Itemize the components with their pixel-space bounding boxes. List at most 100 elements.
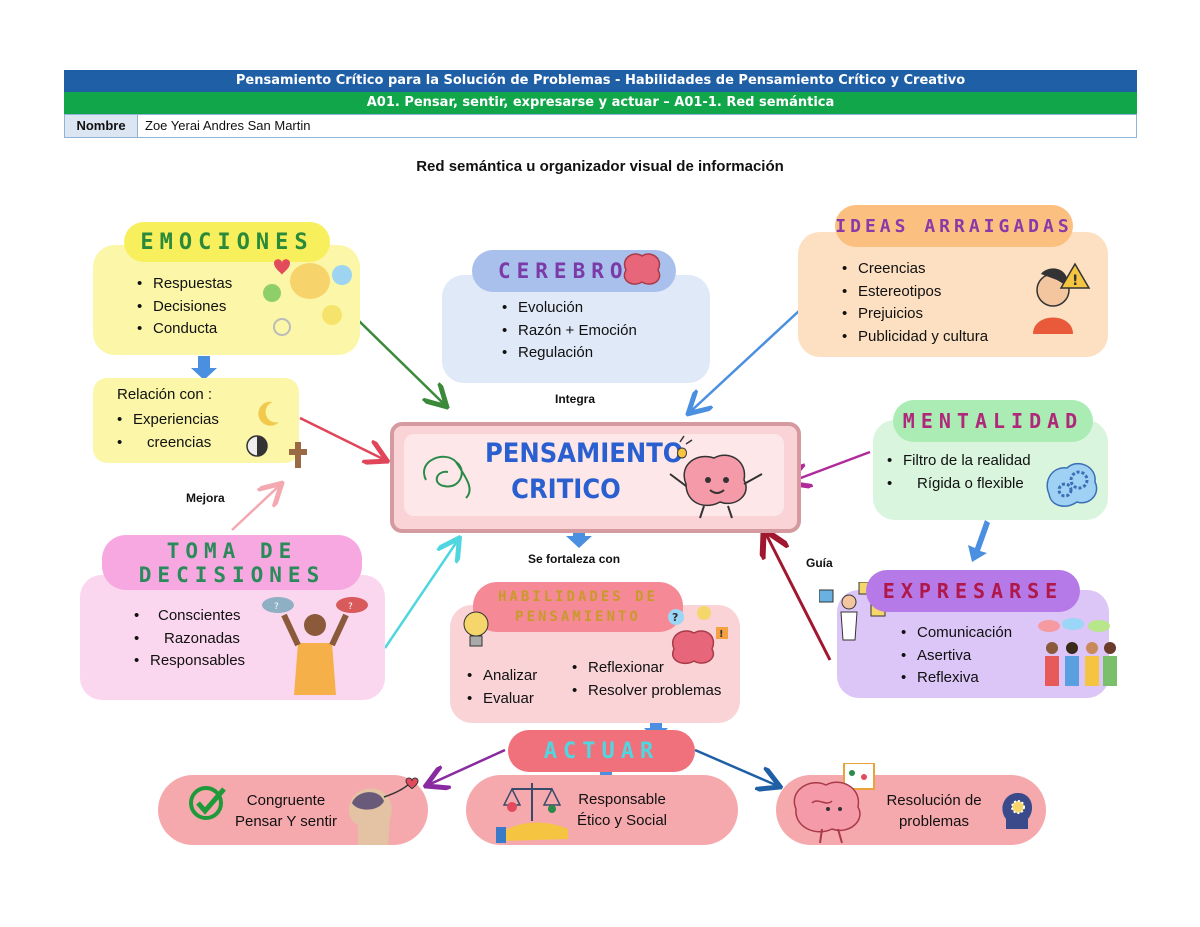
cerebro-item: Evolución (500, 297, 637, 320)
label-guia: Guía (806, 556, 833, 570)
course-title-bar: Pensamiento Crítico para la Solución de … (64, 70, 1137, 92)
mentalidad-title: MENTALIDAD (893, 400, 1093, 442)
outcome-text: Responsable Ético y Social (562, 789, 682, 831)
outcome-responsable-line2: Ético y Social (576, 812, 668, 829)
brain-icon (664, 434, 774, 522)
arrow-emociones-relacion (191, 356, 217, 380)
emociones-item: Respuestas (135, 273, 232, 296)
toma-box: Conscientes Razonadas Responsables ? ? (80, 575, 385, 700)
expresarse-title-text: EXPRESARSE (882, 579, 1064, 603)
relacion-item: creencias (115, 432, 219, 455)
label-fortaleza: Se fortaleza con (528, 552, 621, 566)
label-mejora: Mejora (186, 491, 225, 505)
relacion-box: Relación con : Experiencias creencias (93, 378, 307, 468)
expresarse-box: Comunicación Asertiva Reflexiva (819, 582, 1117, 698)
ideas-item: Creencias (840, 258, 988, 281)
expresarse-title: EXPRESARSE (866, 570, 1080, 612)
group-chat-icon (1037, 618, 1122, 698)
actuar-title: ACTUAR (508, 730, 695, 772)
ideas-title-text: IDEAS ARRAIGADAS (835, 215, 1073, 237)
relacion-title: Relación con : (117, 386, 213, 403)
svg-text:!: ! (719, 629, 724, 640)
expresarse-item: Reflexiva (899, 667, 1012, 690)
cerebro-title-text: CEREBRO (498, 259, 629, 283)
toma-item: Conscientes (132, 605, 245, 628)
cross-icon (287, 440, 309, 470)
outcome-resolucion-line1: Resolución de (886, 792, 982, 809)
name-row: Nombre Zoe Yerai Andres San Martin (64, 114, 1137, 138)
arrow-center-habilidades (566, 522, 592, 548)
question-icon: ? ! (660, 605, 740, 667)
emociones-title-text: EMOCIONES (140, 229, 314, 255)
scribble-brain-icon (416, 450, 476, 500)
habilidades-title-line2: PENSAMIENTO (515, 609, 641, 625)
warning-icon: ! (1023, 256, 1093, 334)
toma-item: Razonadas (132, 628, 245, 651)
head-heart-icon (338, 775, 423, 845)
arrow-toma-center (383, 540, 458, 649)
arrow-toma-relacion (231, 485, 280, 531)
name-value: Zoe Yerai Andres San Martin (145, 118, 311, 133)
mentalidad-item: Filtro de la realidad (885, 450, 1031, 473)
toma-title: TOMA DE DECISIONES (102, 535, 362, 590)
mentalidad-item: Rígida o flexible (885, 473, 1031, 496)
arrow-mentalidad-center (790, 450, 871, 482)
activity-title-bar: A01. Pensar, sentir, expresarse y actuar… (64, 92, 1137, 114)
actuar-title-text: ACTUAR (543, 738, 660, 764)
activity-title: A01. Pensar, sentir, expresarse y actuar… (366, 95, 835, 110)
svg-text:!: ! (1072, 273, 1078, 289)
arrow-actuar-resolucion (694, 748, 778, 786)
habilidades-item: Resolver problemas (570, 680, 721, 703)
gears-icon (1043, 454, 1101, 510)
svg-text:?: ? (672, 611, 678, 624)
arrow-relacion-center (299, 416, 385, 460)
course-title: Pensamiento Crítico para la Solución de … (235, 73, 966, 88)
outcome-text: Resolución de problemas (874, 790, 994, 832)
svg-text:?: ? (274, 602, 279, 612)
outcome-resolucion-line2: problemas (898, 813, 970, 830)
moon-icon (243, 396, 295, 458)
cerebro-box: Evolución Razón + Emoción Regulación (442, 275, 710, 383)
arrow-mentalidad-expresarse (968, 520, 990, 562)
name-label: Nombre (65, 115, 138, 137)
emociones-item: Conducta (135, 318, 232, 341)
expresarse-item: Asertiva (899, 645, 1012, 668)
check-icon (188, 783, 228, 823)
emociones-item: Decisiones (135, 296, 232, 319)
habilidades-title: HABILIDADES DE PENSAMIENTO (473, 582, 683, 632)
toma-title-line1: TOMA DE (166, 538, 298, 563)
brain-puzzle-icon (782, 763, 882, 845)
head-gear-icon (998, 789, 1038, 833)
brain-icon (618, 248, 666, 290)
scale-icon (496, 777, 571, 843)
center-title-line2: CRITICO (511, 474, 621, 505)
center-box: PENSAMIENTO CRITICO (390, 422, 801, 533)
arrow-ideas-center (690, 309, 801, 412)
ideas-title: IDEAS ARRAIGADAS (835, 205, 1073, 247)
outcome-congruente-line1: Congruente (246, 792, 326, 809)
svg-text:?: ? (348, 602, 353, 612)
center-title-line1: PENSAMIENTO (485, 438, 684, 469)
ideas-item: Publicidad y cultura (840, 326, 988, 349)
expresarse-item: Comunicación (899, 622, 1012, 645)
person-thinking-icon: ? ? (260, 595, 370, 695)
emociones-title: EMOCIONES (124, 222, 330, 262)
ideas-item: Estereotipos (840, 281, 988, 304)
arrow-emociones-center (357, 319, 445, 405)
outcome-text: Congruente Pensar Y sentir (226, 790, 346, 832)
mentalidad-title-text: MENTALIDAD (902, 409, 1084, 433)
diagram-subtitle: Red semántica u organizador visual de in… (416, 158, 784, 175)
emociones-box: Respuestas Decisiones Conducta (93, 245, 360, 355)
arrow-expresarse-center (765, 532, 832, 661)
outcome-responsable: Responsable Ético y Social (466, 775, 738, 845)
relacion-item: Experiencias (115, 409, 219, 432)
ideas-item: Prejuicios (840, 303, 988, 326)
outcome-responsable-line1: Responsable (578, 791, 666, 808)
outcome-congruente-line2: Pensar Y sentir (234, 813, 337, 830)
toma-title-line2: DECISIONES (138, 562, 326, 587)
habilidades-item: Evaluar (465, 688, 537, 711)
outcome-resolucion: Resolución de problemas (776, 763, 1046, 845)
cerebro-item: Regulación (500, 342, 637, 365)
habilidades-item: Reflexionar (570, 657, 721, 680)
lightbulb-icon (458, 600, 494, 656)
